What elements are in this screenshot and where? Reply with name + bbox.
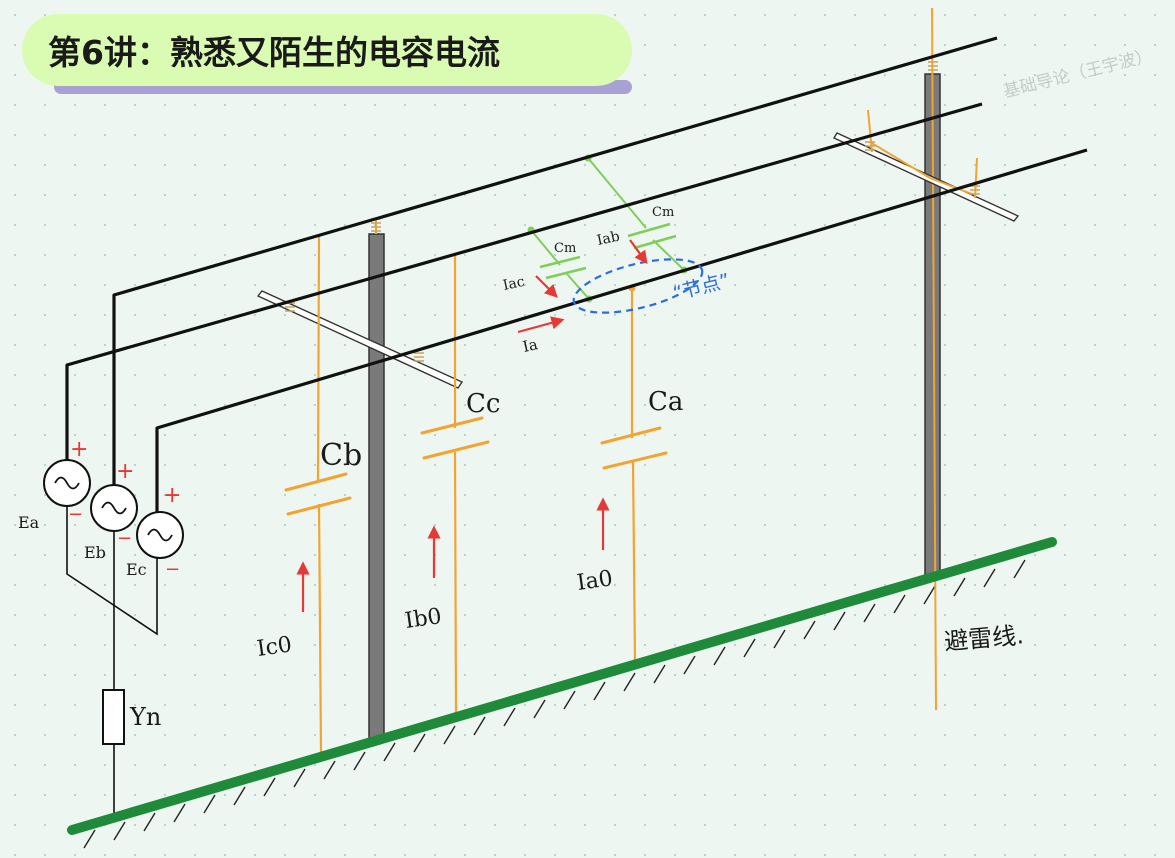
label-cm-1: Cm xyxy=(554,241,576,256)
mutual-capacitors xyxy=(527,154,688,303)
arrow-iac xyxy=(535,275,558,298)
label-eb: Eb xyxy=(84,543,106,562)
label-iab: Iab xyxy=(596,229,622,249)
lightning-wire-pole-line xyxy=(931,7,937,711)
voltage-sources xyxy=(43,459,184,559)
page-title: 第6讲：熟悉又陌生的电容电流 xyxy=(22,14,632,86)
cross-arm-left xyxy=(256,290,464,389)
sine-icon xyxy=(147,528,173,542)
capacitor-cb-plate-top xyxy=(284,472,348,492)
wire-c xyxy=(155,148,1088,515)
sign-minus-c: − xyxy=(165,559,180,580)
neutral-resistor xyxy=(102,689,125,745)
label-cc: Cc xyxy=(466,389,500,419)
arrow-ia xyxy=(517,316,565,334)
wire-b xyxy=(112,36,998,495)
current-arrows xyxy=(296,239,648,612)
arrow-iab xyxy=(629,239,648,265)
wire-a xyxy=(65,102,983,470)
capacitor-ca-plate-top xyxy=(600,426,662,445)
phase-wires xyxy=(65,36,1088,515)
capacitor-plates xyxy=(284,416,668,516)
capacitor-cc-plate-top xyxy=(420,416,484,435)
capacitor-legs xyxy=(316,233,637,753)
sign-minus-a: − xyxy=(68,504,83,525)
title-banner: 第6讲：熟悉又陌生的电容电流 xyxy=(22,14,632,94)
sign-plus-b: + xyxy=(116,459,134,484)
label-iac: Iac xyxy=(502,274,527,294)
sine-icon xyxy=(101,501,127,515)
cross-arm-right xyxy=(832,132,1020,222)
label-ia0: Ia0 xyxy=(575,566,614,596)
label-ca: Ca xyxy=(648,387,683,417)
label-lightning-wire: 避雷线. xyxy=(943,621,1025,656)
source-neutral-wires xyxy=(66,506,158,815)
ground-hatching xyxy=(83,559,1026,849)
capacitor-ca-plate-bottom xyxy=(602,451,668,470)
label-cb: Cb xyxy=(320,438,362,473)
sign-plus-c: + xyxy=(163,483,181,508)
label-ea: Ea xyxy=(18,513,40,532)
label-ic0: Ic0 xyxy=(255,632,293,662)
capacitor-cc-plate-bottom xyxy=(422,440,490,460)
label-ib0: Ib0 xyxy=(403,604,443,634)
sine-icon xyxy=(54,476,80,490)
node-ellipse xyxy=(572,258,704,314)
capacitor-cb-plate-bottom xyxy=(286,496,352,516)
label-yn: Yn xyxy=(129,703,161,731)
label-ec: Ec xyxy=(126,560,147,579)
sine-icons xyxy=(54,476,173,542)
sign-plus-a: + xyxy=(70,437,88,462)
sign-minus-b: − xyxy=(117,528,132,549)
pole-left xyxy=(368,233,385,740)
label-ia: Ia xyxy=(521,335,539,356)
label-cm-2: Cm xyxy=(652,205,674,220)
ground-bar xyxy=(67,537,1057,835)
